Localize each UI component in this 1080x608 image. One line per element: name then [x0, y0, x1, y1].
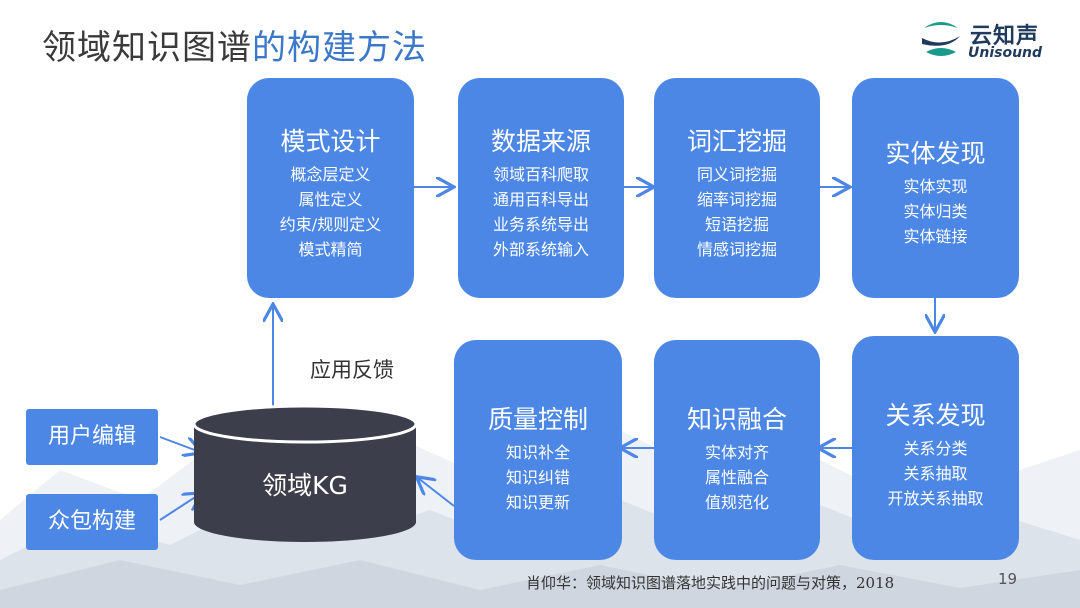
source-user-edit: 用户编辑 — [26, 409, 158, 465]
card-item: 缩率词挖掘 — [696, 190, 777, 209]
card-item: 外部系统输入 — [492, 240, 589, 259]
kg-label: 领域KG — [262, 471, 348, 500]
card-item: 知识补全 — [505, 443, 570, 462]
card-relation-discovery: 关系发现 关系分类 关系抽取 开放关系抽取 — [852, 336, 1019, 560]
card-item: 实体对齐 — [704, 443, 769, 462]
card-entity-discovery: 实体发现 实体实现 实体归类 实体链接 — [852, 78, 1019, 298]
card-item: 属性融合 — [704, 468, 769, 487]
title-part-2: 的构建方法 — [252, 28, 427, 68]
kg-database-icon — [192, 404, 418, 542]
logo-text-cn: 云知声 — [970, 24, 1040, 49]
citation: 肖仰华：领域知识图谱落地实践中的问题与对策，2018 — [526, 574, 895, 592]
card-item: 约束/规则定义 — [279, 215, 382, 234]
card-item: 短语挖掘 — [704, 215, 769, 234]
page-title: 领域知识图谱的构建方法 — [42, 20, 427, 69]
card-item: 知识更新 — [505, 493, 570, 512]
feedback-label: 应用反馈 — [310, 358, 394, 382]
card-title: 质量控制 — [487, 405, 588, 434]
card-item: 通用百科导出 — [492, 190, 589, 209]
card-item: 实体链接 — [903, 227, 968, 246]
title-part-1: 领域知识图谱 — [42, 28, 252, 68]
page-number: 19 — [998, 570, 1018, 588]
card-item: 概念层定义 — [290, 165, 371, 184]
card-item: 实体归类 — [903, 202, 968, 221]
card-item: 业务系统导出 — [492, 215, 589, 234]
card-vocab-mining: 词汇挖掘 同义词挖掘 缩率词挖掘 短语挖掘 情感词挖掘 — [654, 78, 820, 298]
card-item: 值规范化 — [704, 493, 769, 512]
card-schema-design: 模式设计 概念层定义 属性定义 约束/规则定义 模式精简 — [247, 78, 414, 298]
card-title: 知识融合 — [686, 405, 787, 434]
card-item: 情感词挖掘 — [696, 240, 777, 259]
card-data-source: 数据来源 领域百科爬取 通用百科导出 业务系统导出 外部系统输入 — [458, 78, 624, 298]
logo-text-en: Unisound — [968, 45, 1043, 61]
card-quality-control: 质量控制 知识补全 知识纠错 知识更新 — [454, 340, 622, 560]
unisound-logo: 云知声 Unisound — [918, 18, 1058, 64]
source-crowdsourcing: 众包构建 — [26, 494, 158, 550]
card-title: 模式设计 — [280, 127, 381, 156]
card-title: 实体发现 — [885, 139, 986, 168]
card-title: 关系发现 — [885, 401, 986, 430]
card-item: 开放关系抽取 — [887, 489, 984, 508]
card-knowledge-fusion: 知识融合 实体对齐 属性融合 值规范化 — [654, 340, 820, 560]
card-title: 词汇挖掘 — [686, 127, 787, 156]
card-item: 知识纠错 — [505, 468, 570, 487]
card-item: 关系抽取 — [903, 464, 968, 483]
card-item: 实体实现 — [903, 177, 968, 196]
card-item: 关系分类 — [903, 439, 968, 458]
card-item: 同义词挖掘 — [696, 165, 777, 184]
card-item: 领域百科爬取 — [492, 165, 589, 184]
card-title: 数据来源 — [490, 127, 591, 156]
card-item: 属性定义 — [298, 190, 363, 209]
logo-mark-icon — [922, 22, 960, 56]
card-item: 模式精简 — [298, 240, 363, 259]
